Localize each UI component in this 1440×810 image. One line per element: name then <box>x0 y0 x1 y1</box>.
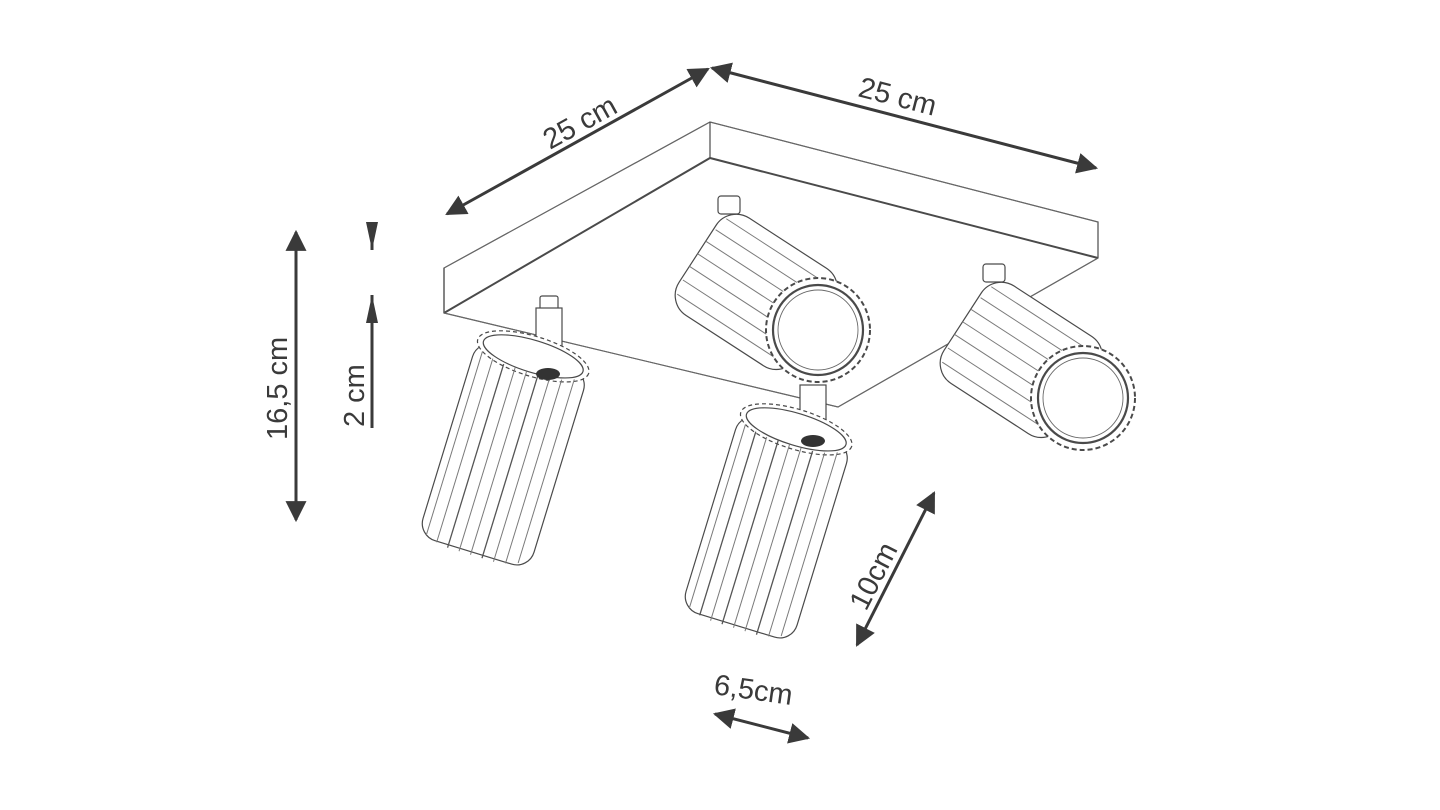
dimension-shade-diameter: 6,5cm <box>712 669 811 744</box>
dim-label-25cm-left: 25 cm <box>538 90 623 156</box>
dimension-base-height: 2 cm <box>339 222 378 428</box>
dimension-shade-length: 10cm <box>844 491 936 647</box>
dim-label-16-5cm: 16,5 cm <box>262 337 294 440</box>
dim-label-10cm: 10cm <box>844 537 905 615</box>
spot-back-left <box>674 195 871 383</box>
dim-label-6-5cm: 6,5cm <box>712 669 795 712</box>
spot-front-left <box>421 295 590 566</box>
dimension-total-height: 16,5 cm <box>262 229 307 523</box>
spot-front-center <box>684 384 853 639</box>
dim-label-2cm: 2 cm <box>339 364 371 427</box>
spot-back-right <box>939 263 1136 451</box>
